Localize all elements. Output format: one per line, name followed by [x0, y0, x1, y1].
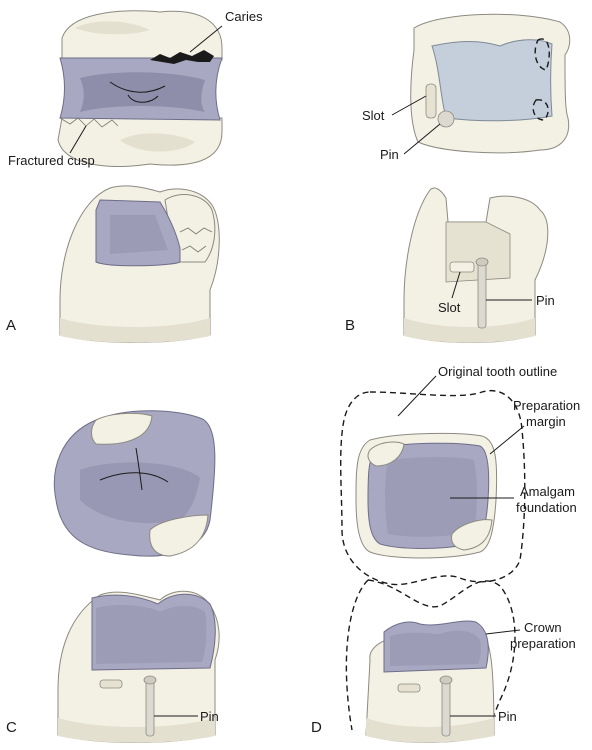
b-pin-label-top: Pin: [380, 147, 399, 162]
b-occlusal-tooth: [410, 13, 571, 154]
panel-d: Original tooth outline Preparation margi…: [311, 364, 580, 743]
a-side-tooth: [59, 185, 220, 343]
a-fractured-label: Fractured cusp: [8, 153, 95, 168]
d-outline-label: Original tooth outline: [438, 364, 557, 379]
b-slot-leader-bottom: [451, 271, 461, 299]
b-pin-label-bottom: Pin: [536, 293, 555, 308]
c-pin-label: Pin: [200, 709, 219, 724]
a-fractured-leader: [69, 125, 87, 154]
panel-b: Slot Pin Slot Pin B: [345, 13, 571, 343]
d-pin-label: Pin: [498, 709, 517, 724]
b-slot-leader-top: [391, 95, 427, 116]
d-crown-label-2: preparation: [510, 636, 576, 651]
c-occlusal-tooth: [53, 410, 216, 557]
a-occlusal-tooth: [57, 10, 223, 167]
a-caries-label: Caries: [225, 9, 263, 24]
d-outline-leader: [397, 375, 437, 417]
d-margin-label-2: margin: [526, 414, 566, 429]
d-side-prep: [345, 579, 516, 743]
panel-a: Caries Fractured cusp A: [6, 9, 263, 343]
b-slot-label-bottom: Slot: [438, 300, 461, 315]
d-occlusal-prep: [340, 390, 526, 586]
d-foundation-label-1: Amalgam: [520, 484, 575, 499]
d-crown-leader: [485, 629, 521, 635]
panel-d-letter: D: [311, 719, 322, 736]
b-side-tooth: [403, 187, 549, 343]
b-slot-label-top: Slot: [362, 108, 385, 123]
panel-c-letter: C: [6, 719, 17, 736]
d-margin-label-1: Preparation: [513, 398, 580, 413]
d-original-outline-bottom-left: [345, 579, 369, 731]
panel-c: Pin C: [6, 410, 220, 743]
d-original-outline-top: [340, 390, 526, 586]
a-caries-leader: [189, 25, 223, 53]
panel-a-letter: A: [6, 317, 16, 334]
d-original-outline-bottom-right: [367, 579, 516, 731]
d-crown-label-1: Crown: [524, 620, 562, 635]
c-side-tooth: [57, 590, 220, 743]
d-foundation-label-2: foundation: [516, 500, 577, 515]
d-margin-leader: [489, 425, 525, 455]
b-pin-leader-top: [403, 123, 441, 155]
panel-b-letter: B: [345, 317, 355, 334]
